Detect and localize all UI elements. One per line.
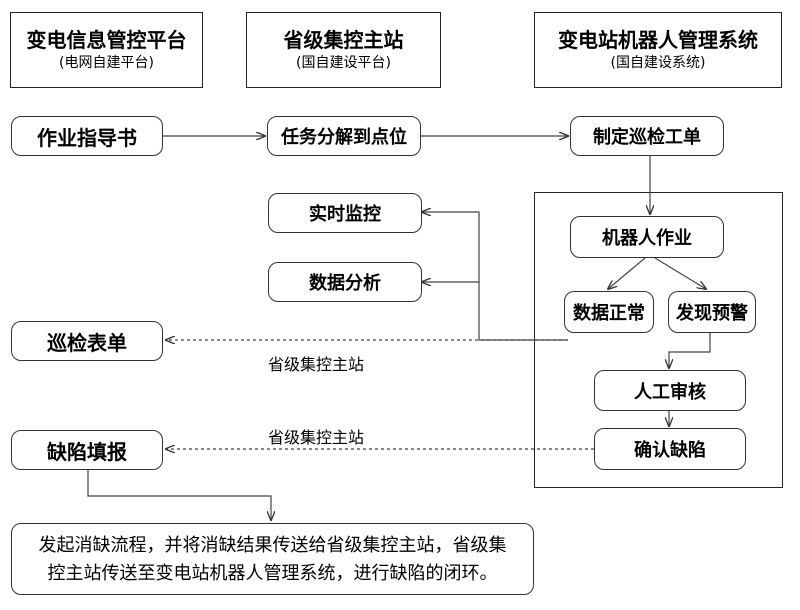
warning-node: 发现预警	[668, 291, 756, 333]
closing-note: 发起消缺流程，并将消缺结果传送给省级集控主站，省级集 控主站传送至变电站机器人管…	[11, 523, 534, 595]
header-robot: 变电站机器人管理系统 (国自建设系统)	[534, 12, 782, 88]
arrow-robot-to-warning	[654, 257, 706, 289]
data-analysis-node: 数据分析	[268, 262, 422, 302]
edge-label-to-defect: 省级集控主站	[268, 428, 365, 447]
data-normal-node: 数据正常	[564, 291, 654, 333]
header-robot-subtitle: (国自建设系统)	[610, 54, 706, 71]
arrow-warning-to-review	[669, 333, 711, 368]
make-order-node: 制定巡检工单	[570, 116, 724, 156]
inspection-form-node: 巡检表单	[11, 321, 163, 361]
header-province-title: 省级集控主站	[283, 27, 404, 52]
confirm-defect-node: 确认缺陷	[594, 428, 746, 470]
arrow-defect-to-note	[87, 470, 271, 520]
manual-review-node: 人工审核	[594, 370, 746, 411]
header-platform: 变电信息管控平台 (电网自建平台)	[10, 12, 203, 88]
header-province: 省级集控主站 (国自建设平台)	[246, 12, 441, 88]
arrow-robot-to-realtime	[422, 212, 568, 341]
realtime-monitor-node: 实时监控	[268, 193, 422, 233]
defect-report-node: 缺陷填报	[11, 430, 163, 470]
header-robot-title: 变电站机器人管理系统	[558, 27, 758, 52]
arrow-robot-to-normal	[608, 257, 646, 289]
guide-book-node: 作业指导书	[11, 116, 163, 156]
closing-note-line2: 控主站传送至变电站机器人管理系统，进行缺陷的闭环。	[47, 563, 498, 584]
robot-work-node: 机器人作业	[570, 216, 724, 258]
header-platform-title: 变电信息管控平台	[26, 27, 187, 52]
edge-label-to-form: 省级集控主站	[268, 355, 365, 374]
task-split-node: 任务分解到点位	[267, 116, 421, 156]
closing-note-line1: 发起消缺流程，并将消缺结果传送给省级集控主站，省级集	[38, 535, 507, 556]
header-platform-subtitle: (电网自建平台)	[59, 54, 154, 71]
header-province-subtitle: (国自建设平台)	[296, 54, 391, 71]
